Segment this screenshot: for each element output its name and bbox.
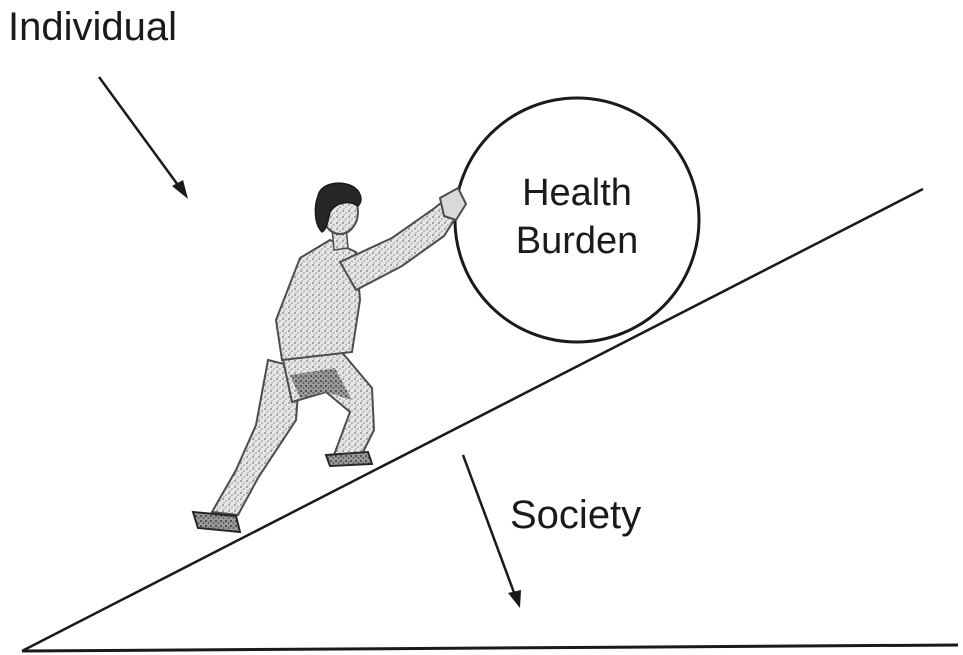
health-burden-circle: Health Burden xyxy=(453,96,701,344)
person-pushing-icon xyxy=(191,182,468,534)
ground-line xyxy=(21,643,959,653)
individual-label: Individual xyxy=(8,5,177,49)
society-label: Society xyxy=(510,493,641,537)
individual-arrow-icon xyxy=(97,76,188,199)
society-arrow-icon xyxy=(461,454,521,608)
health-burden-line2: Burden xyxy=(516,220,639,262)
health-burden-line1: Health xyxy=(522,172,632,214)
incline-line xyxy=(21,187,924,653)
